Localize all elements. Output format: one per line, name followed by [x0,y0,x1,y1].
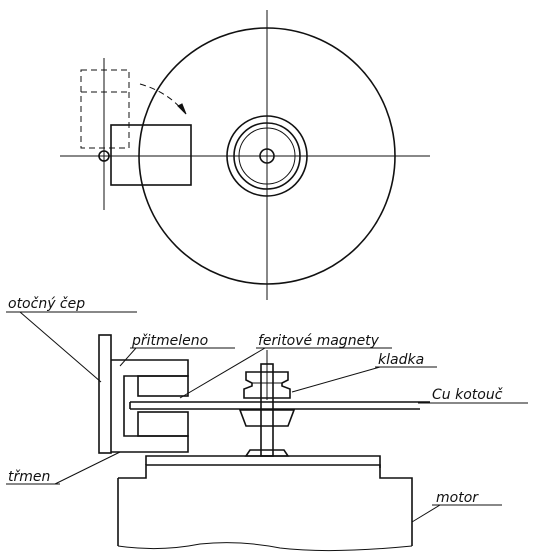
pivot-pin-top [98,150,110,162]
label-otocny-cep: otočný čep [8,296,85,312]
copper-disc-top [138,27,396,285]
shaft-hole [259,148,275,164]
pivot-pin [98,334,112,454]
label-feritove-magnety: feritové magnety [258,333,380,349]
label-cu-kotouc: Cu kotouč [432,387,503,403]
top-view [60,10,430,300]
ferrite-magnet-lower [137,411,189,437]
label-kladka: kladka [378,352,424,368]
hub-middle-ring [233,122,301,190]
leader-pritmeleno [119,347,137,367]
motor-body [145,455,381,468]
swing-arrowhead [177,103,187,115]
label-pritmeleno: přitmeleno [131,333,208,349]
magnet-block [110,124,192,186]
bearing-collar [244,449,290,457]
ferrite-magnet-upper [137,375,189,397]
leader-kladka [291,366,381,393]
hub-outer-ring [226,115,308,197]
leader-motor [411,504,441,523]
leader-feritove-magnety [179,347,266,399]
motor-break-line [117,542,413,552]
leader-trmen [54,451,121,485]
leader-otocny-cep [19,311,102,383]
stirrup [111,359,189,453]
labels: otočný čep přitmeleno feritové magnety k… [8,296,503,506]
label-trmen: třmen [8,469,50,485]
leader-lines [6,311,528,523]
hub [238,409,296,427]
hub-inner-ring [238,127,296,185]
section-view [98,334,430,552]
magnet-block-swung [80,69,130,149]
label-motor: motor [436,490,479,506]
motor-housing [118,464,413,546]
swing-arc [139,83,185,113]
